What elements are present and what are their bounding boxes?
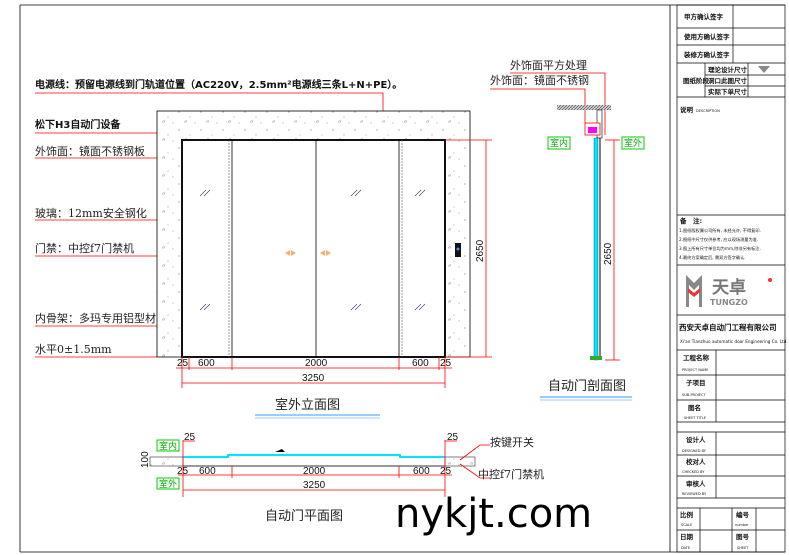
number-label: 编号 bbox=[736, 510, 750, 519]
dim-right: 25 bbox=[440, 358, 452, 369]
watermark: nykjt.com bbox=[395, 491, 592, 537]
sheet-label-en: SHEET bbox=[737, 546, 749, 550]
drawing-stage: 图纸阶段 bbox=[683, 76, 710, 85]
company-name-en: Xi'an Tianzhuo automatic door Engineerin… bbox=[680, 339, 788, 344]
remark-item: 3.图上所有尺寸单位均为mm,除非另有标注. bbox=[679, 245, 761, 252]
logo-en: TUNGZO bbox=[710, 298, 748, 307]
sub-project-label: 子项目 bbox=[686, 378, 706, 387]
dim-panel-right: 600 bbox=[412, 358, 429, 369]
lock-icon bbox=[588, 127, 597, 133]
sign-decorator: 装修方确认签字 bbox=[683, 50, 730, 59]
stage-item: 实际下单尺寸 bbox=[708, 87, 748, 96]
section-note-1: 外饰面平方处理 bbox=[510, 58, 587, 72]
dim-left: 25 bbox=[177, 358, 189, 369]
frame-note: 内骨架：多玛专用铝型材 bbox=[35, 311, 156, 325]
sub-project-label-en: SUB-PROJECT bbox=[682, 393, 706, 397]
remark-label: 备 注: bbox=[679, 216, 702, 225]
notes: 电源线：预留电源线到门轨道位置（AC220V，2.5mm²电源线三条L+N+PE… bbox=[35, 78, 458, 358]
level-note: 水平0±1.5mm bbox=[35, 343, 112, 356]
sheet-title-label: 图名 bbox=[688, 403, 701, 412]
sheet-title-label-en: SHEET TITLE bbox=[684, 416, 706, 420]
drawing-frame bbox=[19, 4, 785, 553]
dim-opening: 2000 bbox=[305, 358, 328, 369]
project-name-label-en: PROJECT NAME bbox=[682, 368, 708, 372]
slide-direction-arrow-icon bbox=[275, 449, 285, 452]
company-name-cn: 西安天卓自动门工程有限公司 bbox=[679, 322, 777, 332]
section-title: 自动门剖面图 bbox=[548, 379, 626, 394]
sign-client: 甲方确认签字 bbox=[684, 12, 724, 21]
elevation-title: 室外立面图 bbox=[275, 397, 340, 413]
reviewed-by-label: 审核人 bbox=[686, 479, 706, 488]
dim-panel-left: 600 bbox=[198, 358, 215, 369]
date-label: 日期 bbox=[680, 532, 694, 541]
section-inside-label: 室内 bbox=[550, 137, 568, 149]
dim-total: 3250 bbox=[302, 373, 325, 384]
plan-dim-opening: 2000 bbox=[303, 466, 326, 477]
stage-item: 理论设计尺寸 bbox=[708, 65, 748, 74]
sign-user: 使用方确认签字 bbox=[683, 32, 730, 41]
access-note: 门禁：中控f7门禁机 bbox=[35, 241, 134, 255]
company-logo: 天卓 TUNGZO bbox=[686, 275, 772, 307]
designed-by-label: 设计人 bbox=[686, 435, 706, 444]
remark-item: 2.图纸中尺寸仅供参考, 应以现场测量为准. bbox=[679, 236, 758, 243]
equipment-note: 松下H3自动门设备 bbox=[35, 118, 121, 131]
remark-item: 4.最终方案确定后, 需双方签字确认. bbox=[679, 254, 746, 261]
button-switch-label: 按键开关 bbox=[490, 435, 534, 449]
designed-by-label-en: DESIGNED BY bbox=[682, 449, 707, 453]
plan-dim-total: 3250 bbox=[303, 480, 326, 491]
title-block bbox=[676, 4, 786, 553]
elevation-view: 2650 25 600 2000 600 25 3250 室外立面图 bbox=[156, 110, 492, 419]
glass-note: 玻璃：12mm安全钢化 bbox=[35, 206, 147, 220]
plan-outside-label: 室外 bbox=[159, 478, 177, 490]
stage-item: 洞口此图尺寸 bbox=[708, 76, 748, 85]
plan-title: 自动门平面图 bbox=[265, 509, 343, 524]
remark-item: 1.图纸版权属公司所有, 未经允许, 不得复印. bbox=[679, 227, 761, 234]
scale-label-en: SCALE bbox=[681, 523, 692, 527]
plan-dim-top-left: 25 bbox=[184, 432, 196, 443]
plan-dim-right: 25 bbox=[440, 466, 452, 477]
description-label: 说明 bbox=[680, 105, 694, 114]
plan-access-label: 中控f7门禁机 bbox=[478, 467, 544, 481]
plan-dim-left: 25 bbox=[177, 466, 189, 477]
checked-by-label-en: CHECKED BY bbox=[682, 470, 705, 474]
checked-by-label: 校对人 bbox=[686, 457, 706, 466]
scale-label: 比例 bbox=[680, 510, 694, 519]
date-label-en: DATE bbox=[681, 546, 690, 550]
project-name-label: 工程名称 bbox=[683, 353, 710, 362]
plan-depth-dim: 100 bbox=[140, 451, 151, 468]
sheet-label: 图号 bbox=[736, 532, 750, 541]
finish-note: 外饰面：镜面不锈钢板 bbox=[35, 144, 145, 158]
plan-dim-panel-left: 600 bbox=[199, 466, 216, 477]
description-label-en: DESCRIPTION bbox=[696, 109, 720, 113]
plan-dim-top-right: 25 bbox=[447, 432, 459, 443]
number-label-en: number bbox=[735, 523, 749, 527]
reviewed-by-label-en: REVIEWED BY bbox=[682, 492, 707, 496]
height-dim: 2650 bbox=[475, 239, 486, 262]
title-block-text: 甲方确认签字 使用方确认签字 装修方确认签字 图纸阶段 理论设计尺寸 洞口此图尺… bbox=[679, 12, 788, 550]
section-view: 外饰面平方处理 外饰面：镜面不锈钢 室内 室外 2650 自动门剖面图 bbox=[490, 58, 645, 401]
plan-dim-panel-right: 600 bbox=[413, 466, 430, 477]
section-height-dim: 2650 bbox=[603, 242, 614, 265]
section-note-2: 外饰面：镜面不锈钢 bbox=[490, 73, 589, 87]
plan-view: 室内 室外 100 25 25 25 600 2000 600 25 3250 … bbox=[140, 432, 544, 524]
section-outside-label: 室外 bbox=[624, 137, 642, 149]
slide-arrows-icon bbox=[285, 250, 331, 256]
power-note: 电源线：预留电源线到门轨道位置（AC220V，2.5mm²电源线三条L+N+PE… bbox=[35, 78, 402, 91]
plan-inside-label: 室内 bbox=[159, 440, 177, 452]
logo-cn: 天卓 bbox=[712, 277, 746, 298]
